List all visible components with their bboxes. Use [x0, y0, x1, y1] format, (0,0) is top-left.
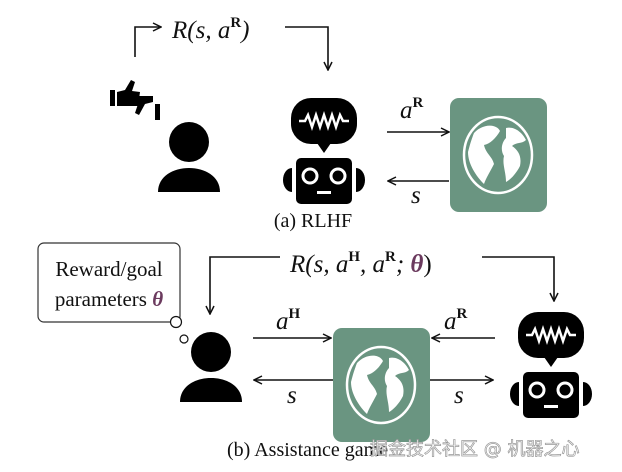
watermark: 掘金技术社区 @ 机器之心 — [370, 439, 579, 460]
panel-b: Reward/goal parameters θ R(s, aH, aR; θ)… — [37, 242, 594, 461]
human-action-label: aH — [276, 306, 301, 335]
reward-arrow-human — [210, 256, 280, 314]
person-icon — [158, 122, 220, 192]
thought-bubble-icon — [169, 315, 189, 344]
caption-a: (a) RLHF — [274, 210, 352, 232]
reward-parameters-box — [37, 242, 181, 323]
panel-a: R(s, aR) aR s (a) RLHF — [110, 15, 549, 232]
globe-icon — [448, 96, 549, 214]
box-line-1: Reward/goal — [55, 257, 162, 281]
caption-b: (b) Assistance game — [227, 439, 388, 461]
globe-icon — [331, 326, 432, 444]
action-label-a: aR — [400, 95, 424, 124]
feedback-arrow — [134, 27, 161, 57]
reward-label-b: R(s, aH, aR; θ) — [289, 249, 432, 278]
robot-action-label: aR — [444, 306, 468, 335]
thumbs-up-down-icon — [110, 80, 160, 120]
box-line-2: parameters θ — [55, 287, 163, 311]
robot-icon — [508, 310, 594, 420]
state-label-left: s — [287, 382, 297, 409]
reward-label-a: R(s, aR) — [171, 15, 250, 44]
state-label-a: s — [411, 182, 421, 209]
state-label-right: s — [454, 382, 464, 409]
robot-icon — [281, 96, 367, 206]
reward-arrow-a — [285, 26, 328, 70]
reward-arrow-robot — [482, 256, 554, 301]
person-icon — [180, 332, 242, 402]
